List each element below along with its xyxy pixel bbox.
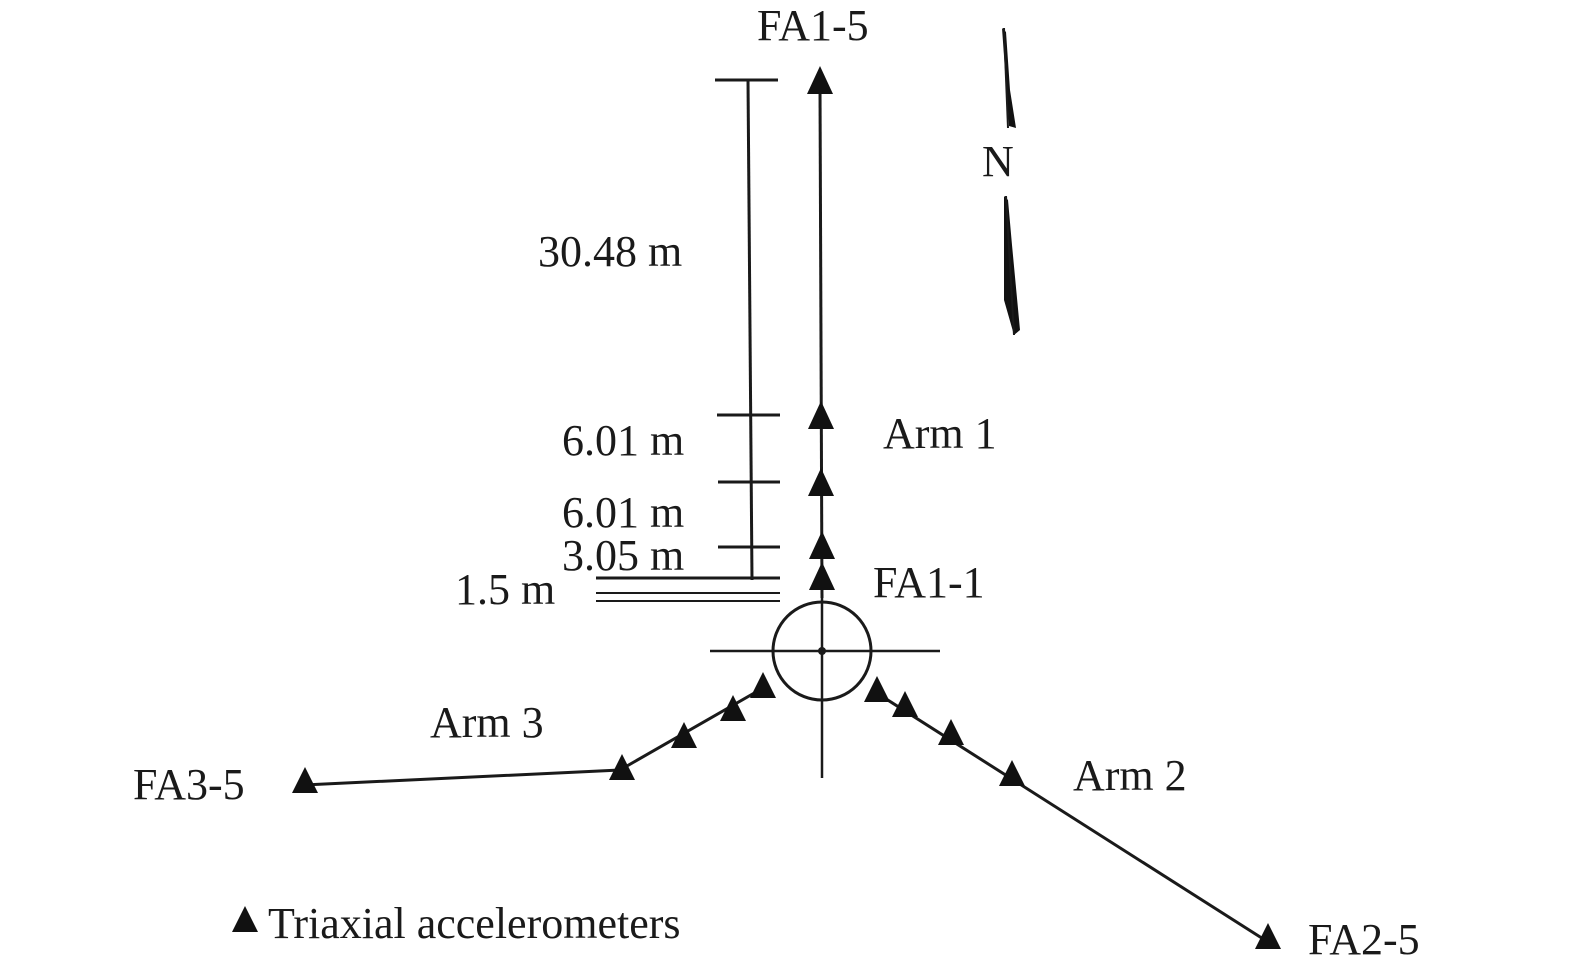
dimension-line	[596, 78, 780, 602]
arm1-label: Arm 1	[883, 409, 997, 458]
arm1-accelerometers	[807, 66, 835, 590]
accelerometer-icon	[809, 562, 835, 590]
north-arrow-icon	[1002, 27, 1020, 336]
arm2-accelerometers	[864, 676, 1281, 949]
arm1-line	[818, 87, 824, 599]
accelerometer-icon	[609, 754, 635, 780]
accelerometer-icon	[1255, 923, 1281, 949]
accelerometer-icon	[892, 691, 918, 717]
dimension-label-30m: 30.48 m	[538, 227, 682, 276]
accelerometer-icon	[938, 719, 964, 745]
arm2-end-label: FA2-5	[1308, 915, 1420, 964]
legend-label: Triaxial accelerometers	[268, 899, 681, 948]
north-label: N	[982, 137, 1014, 186]
dimension-label-3m: 3.05 m	[562, 531, 684, 580]
arm3-label: Arm 3	[430, 698, 544, 747]
accelerometer-icon	[808, 468, 834, 496]
accelerometer-icon	[720, 695, 746, 721]
dimension-label-6m-b: 6.01 m	[562, 488, 684, 537]
dimension-label-6m-a: 6.01 m	[562, 416, 684, 465]
accelerometer-icon	[750, 672, 776, 698]
arm3-end-label: FA3-5	[133, 760, 245, 809]
accelerometer-icon	[292, 767, 318, 793]
arm2-line	[871, 688, 1269, 944]
triangle-icon	[232, 906, 258, 932]
accelerometer-icon	[999, 760, 1025, 786]
accelerometer-icon	[864, 676, 890, 702]
arm3-accelerometers	[292, 672, 776, 793]
center-crosshair	[710, 598, 940, 778]
arm2-label: Arm 2	[1073, 751, 1187, 800]
accelerometer-icon	[809, 531, 835, 559]
accelerometer-icon	[808, 401, 834, 429]
accelerometer-icon	[807, 66, 833, 94]
dimension-label-1-5m: 1.5 m	[455, 565, 555, 614]
legend: Triaxial accelerometers	[232, 899, 681, 948]
accelerometer-icon	[671, 722, 697, 748]
center-station-label: FA1-1	[873, 558, 985, 607]
top-station-label: FA1-5	[757, 1, 869, 50]
